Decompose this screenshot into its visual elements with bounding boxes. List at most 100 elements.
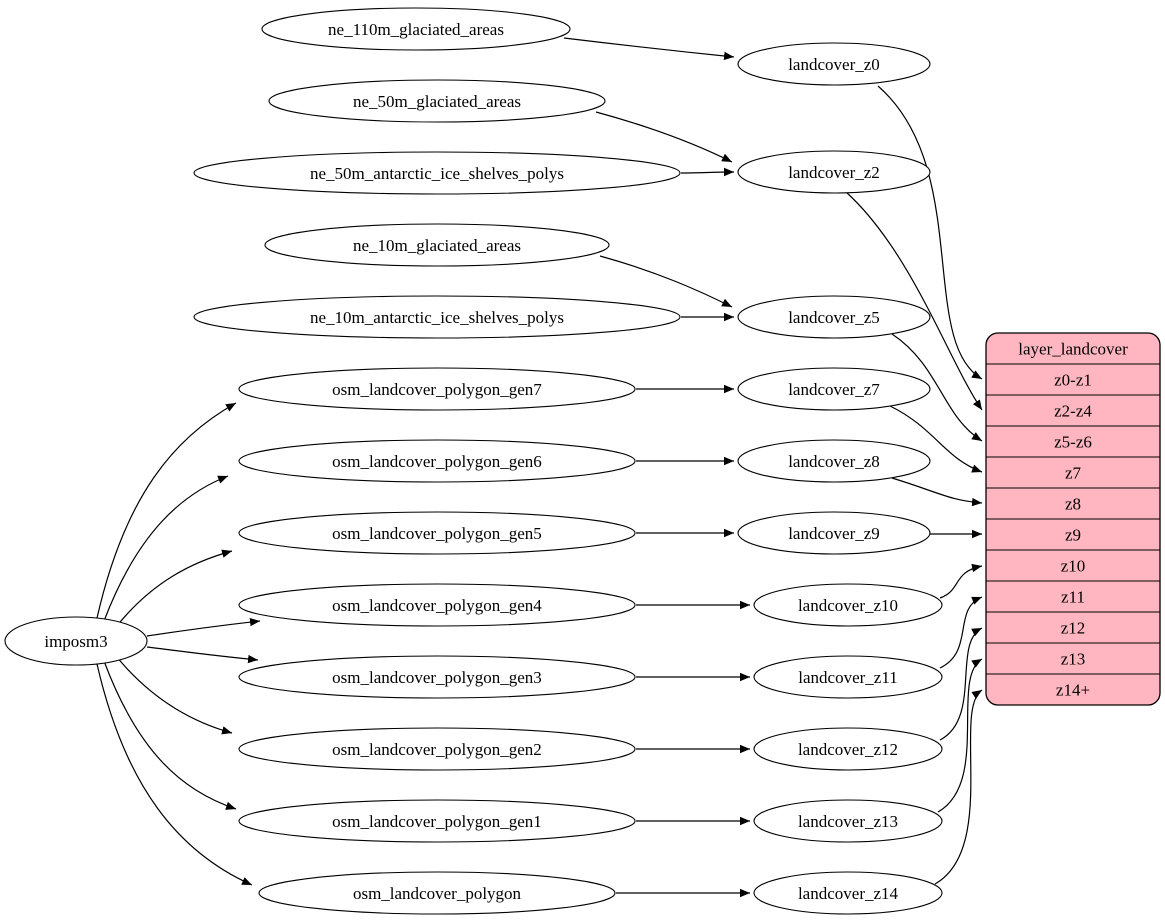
record-row-label: z11 bbox=[1061, 587, 1085, 606]
node-label: landcover_z10 bbox=[798, 596, 898, 615]
node-label: ne_10m_glaciated_areas bbox=[353, 236, 521, 255]
node-label: landcover_z7 bbox=[788, 380, 880, 399]
edge-landcover_z2-to-layer_landcover-z2-z4 bbox=[845, 191, 983, 411]
node-label: ne_50m_antarctic_ice_shelves_polys bbox=[310, 164, 564, 183]
edge-landcover_z0-to-layer_landcover-z0-z1 bbox=[877, 85, 983, 380]
edge-landcover_z8-to-layer_landcover-z8 bbox=[891, 477, 983, 507]
record-row-label: z9 bbox=[1065, 525, 1081, 544]
node-label: landcover_z14 bbox=[798, 884, 899, 903]
node-shape bbox=[737, 439, 931, 483]
node-label: osm_landcover_polygon_gen4 bbox=[332, 596, 542, 615]
node-ne_50m_glaciated_areas: ne_50m_glaciated_areas bbox=[268, 79, 606, 123]
node-shape bbox=[737, 367, 931, 411]
node-osm_landcover_polygon_gen4: osm_landcover_polygon_gen4 bbox=[238, 583, 636, 627]
node-osm_landcover_polygon_gen1: osm_landcover_polygon_gen1 bbox=[238, 799, 636, 843]
node-landcover_z7: landcover_z7 bbox=[737, 367, 931, 411]
record-title: layer_landcover bbox=[1018, 339, 1128, 358]
node-label: landcover_z8 bbox=[788, 452, 880, 471]
record-row-label: z10 bbox=[1061, 556, 1086, 575]
edge-imposm3-to-osm_landcover_polygon_gen6 bbox=[103, 475, 229, 622]
node-shape bbox=[193, 151, 681, 195]
node-shape bbox=[753, 871, 943, 915]
node-label: landcover_z11 bbox=[798, 668, 897, 687]
record-row-label: z0-z1 bbox=[1054, 370, 1092, 389]
node-ne_10m_antarctic_ice_shelves_polys: ne_10m_antarctic_ice_shelves_polys bbox=[193, 295, 681, 339]
node-osm_landcover_polygon: osm_landcover_polygon bbox=[258, 871, 616, 915]
record-row-label: z5-z6 bbox=[1054, 432, 1092, 451]
node-osm_landcover_polygon_gen3: osm_landcover_polygon_gen3 bbox=[238, 655, 636, 699]
node-shape bbox=[238, 727, 636, 771]
node-label: ne_10m_antarctic_ice_shelves_polys bbox=[310, 308, 564, 327]
node-label: ne_50m_glaciated_areas bbox=[353, 92, 521, 111]
edge-landcover_z5-to-layer_landcover-z5-z6 bbox=[891, 333, 983, 442]
edge-landcover_z10-to-layer_landcover-z10 bbox=[939, 563, 983, 599]
node-landcover_z2: landcover_z2 bbox=[737, 150, 931, 194]
edge-imposm3-to-osm_landcover_polygon bbox=[96, 663, 253, 886]
edge-landcover_z11-to-layer_landcover-z11 bbox=[939, 596, 983, 669]
edge-ne_10m_glaciated_areas-to-landcover_z5 bbox=[599, 255, 733, 308]
node-layer: imposm3 ne_110m_glaciated_areas ne_50m_gla… bbox=[4, 7, 1161, 915]
node-label: landcover_z9 bbox=[788, 524, 880, 543]
node-landcover_z9: landcover_z9 bbox=[737, 511, 931, 555]
edge-ne_50m_antarctic_ice_shelves_polys-to-landcover_z2 bbox=[680, 167, 735, 177]
record-row-label: z7 bbox=[1065, 463, 1082, 482]
node-shape bbox=[258, 871, 616, 915]
node-ne_50m_antarctic_ice_shelves_polys: ne_50m_antarctic_ice_shelves_polys bbox=[193, 151, 681, 195]
node-shape bbox=[238, 583, 636, 627]
edge-imposm3-to-osm_landcover_polygon_gen1 bbox=[103, 660, 237, 810]
node-label: landcover_z13 bbox=[798, 812, 898, 831]
node-shape bbox=[737, 42, 931, 86]
node-shape bbox=[238, 799, 636, 843]
node-landcover_z13: landcover_z13 bbox=[753, 799, 943, 843]
node-osm_landcover_polygon_gen7: osm_landcover_polygon_gen7 bbox=[238, 367, 636, 411]
edge-imposm3-to-osm_landcover_polygon_gen7 bbox=[96, 402, 237, 619]
node-label: landcover_z2 bbox=[788, 163, 880, 182]
node-label: osm_landcover_polygon_gen7 bbox=[332, 380, 542, 399]
node-shape bbox=[238, 367, 636, 411]
node-shape bbox=[737, 511, 931, 555]
edge-ne_50m_glaciated_areas-to-landcover_z2 bbox=[595, 111, 733, 163]
node-landcover_z0: landcover_z0 bbox=[737, 42, 931, 86]
node-shape bbox=[261, 7, 571, 51]
node-imposm3: imposm3 bbox=[4, 616, 148, 666]
node-osm_landcover_polygon_gen6: osm_landcover_polygon_gen6 bbox=[238, 439, 636, 483]
record-row-label: z12 bbox=[1061, 618, 1086, 637]
record-row-label: z14+ bbox=[1056, 680, 1090, 699]
node-shape bbox=[238, 439, 636, 483]
node-layer_landcover: layer_landcoverz0-z1z2-z4z5-z6z7z8z9z10z… bbox=[985, 332, 1161, 706]
node-shape bbox=[753, 799, 943, 843]
node-landcover_z5: landcover_z5 bbox=[737, 295, 931, 339]
edge-landcover_z7-to-layer_landcover-z7 bbox=[889, 405, 983, 473]
edge-landcover_z12-to-layer_landcover-z12 bbox=[939, 627, 983, 741]
node-label: imposm3 bbox=[44, 632, 107, 651]
node-landcover_z12: landcover_z12 bbox=[753, 727, 943, 771]
node-landcover_z8: landcover_z8 bbox=[737, 439, 931, 483]
node-label: osm_landcover_polygon_gen5 bbox=[332, 524, 542, 543]
edge-layer bbox=[96, 37, 983, 898]
record-row-label: z13 bbox=[1061, 649, 1086, 668]
record-row-label: z8 bbox=[1065, 494, 1081, 513]
node-ne_110m_glaciated_areas: ne_110m_glaciated_areas bbox=[261, 7, 571, 51]
node-label: ne_110m_glaciated_areas bbox=[328, 20, 504, 39]
node-shape bbox=[753, 583, 943, 627]
edge-imposm3-to-osm_landcover_polygon_gen5 bbox=[115, 549, 233, 628]
node-label: landcover_z12 bbox=[798, 740, 898, 759]
node-label: osm_landcover_polygon_gen6 bbox=[332, 452, 542, 471]
node-landcover_z10: landcover_z10 bbox=[753, 583, 943, 627]
node-shape bbox=[264, 223, 610, 267]
node-label: landcover_z0 bbox=[788, 55, 880, 74]
node-ne_10m_glaciated_areas: ne_10m_glaciated_areas bbox=[264, 223, 610, 267]
node-shape bbox=[238, 511, 636, 555]
edge-imposm3-to-osm_landcover_polygon_gen3 bbox=[146, 646, 259, 664]
node-landcover_z14: landcover_z14 bbox=[753, 871, 943, 915]
edge-imposm3-to-osm_landcover_polygon_gen2 bbox=[115, 655, 233, 735]
node-shape bbox=[268, 79, 606, 123]
node-shape bbox=[737, 150, 931, 194]
node-shape bbox=[238, 655, 636, 699]
node-shape bbox=[737, 295, 931, 339]
node-osm_landcover_polygon_gen5: osm_landcover_polygon_gen5 bbox=[238, 511, 636, 555]
edge-landcover_z14-to-layer_landcover-z14+ bbox=[934, 689, 983, 885]
node-label: landcover_z5 bbox=[788, 308, 880, 327]
